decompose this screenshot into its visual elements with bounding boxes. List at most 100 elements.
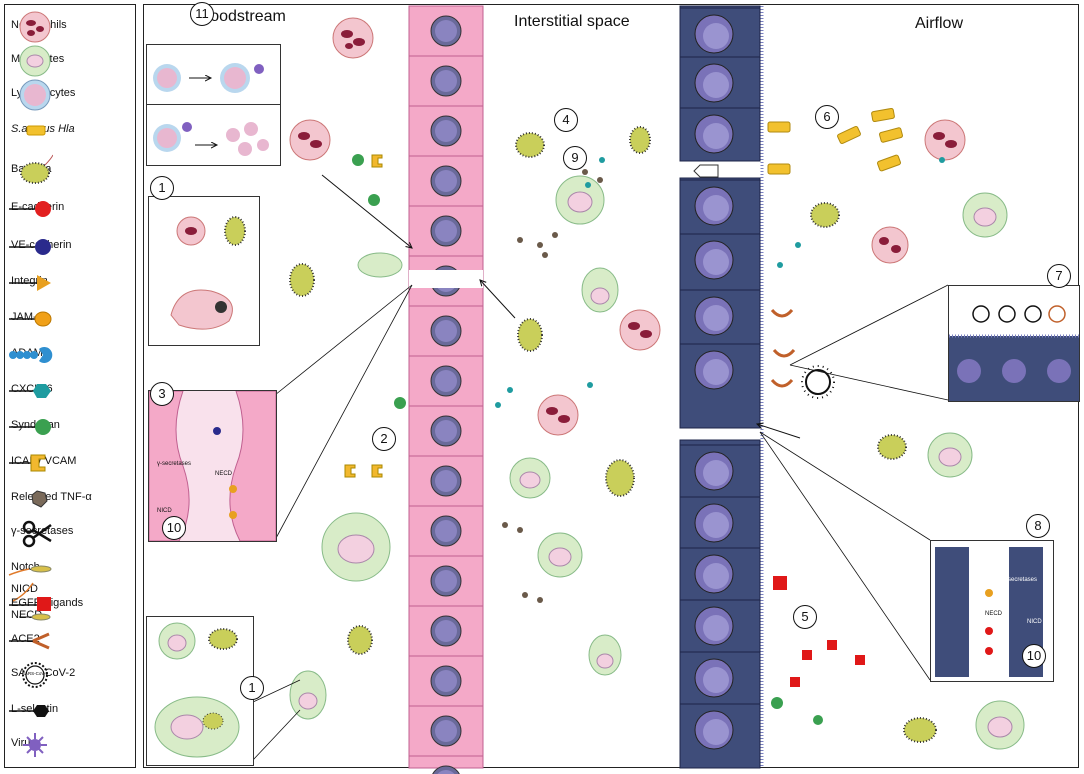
callout-3: 3 xyxy=(150,382,174,406)
necd-icon xyxy=(19,613,51,621)
necd-label-right: NECD xyxy=(985,611,1003,617)
epithelial-cell xyxy=(680,703,760,750)
endothelial-cell xyxy=(409,405,483,447)
endothelial-cell xyxy=(409,755,483,774)
adam-icon xyxy=(9,347,53,363)
virus-icon xyxy=(23,733,47,757)
legend-item-lymphocytes: Lymphocytes xyxy=(5,77,135,113)
callout-10-left: 10 xyxy=(162,516,186,540)
epithelial-cell xyxy=(680,107,760,154)
inset-monocyte-phagocytosis xyxy=(146,616,254,766)
epithelial-cell xyxy=(680,343,760,390)
legend-item-icam-vcam: ICAM/ VCAM xyxy=(5,445,135,481)
jam-a-icon xyxy=(9,311,52,327)
lymphocyte-icon xyxy=(19,79,51,111)
legend-item-notch: Notch xyxy=(5,551,135,587)
epithelial-cell xyxy=(680,179,760,226)
neutrophil-cells xyxy=(289,17,966,436)
gamma-secretases-label-left: γ-secretases xyxy=(157,461,192,467)
tnf-alpha-icon xyxy=(31,490,48,508)
callout-1-monocyte: 1 xyxy=(240,676,264,700)
endothelial-cell xyxy=(409,505,483,547)
epithelial-cell xyxy=(680,289,760,336)
legend-item-necd: NECD xyxy=(5,599,135,635)
epithelial-cell xyxy=(680,7,760,54)
epithelium-column xyxy=(679,5,764,769)
callout-6: 6 xyxy=(815,105,839,129)
egfr-ligand-icon xyxy=(9,597,51,611)
legend-item-neutrophils: Neutrophils xyxy=(5,9,135,45)
integrin-icon xyxy=(9,275,51,291)
cxcl16-icon xyxy=(9,384,51,398)
sars-badge-label: SARS-CoV-2 xyxy=(22,671,49,676)
legend-label: Released TNF-α xyxy=(11,491,92,503)
legend-item-adam: ADAM xyxy=(5,337,135,373)
inset-sars-cov-2-ace2 xyxy=(948,285,1080,402)
epithelial-cell xyxy=(680,496,760,543)
legend-item-sars-cov-2: SARS-CoV-2 SARS-CoV-2 xyxy=(5,657,135,693)
ve-cadherin-icon xyxy=(9,239,51,255)
sars-cov-2-particle xyxy=(801,365,835,399)
callout-11: 11 xyxy=(190,2,214,26)
necd-label-left: NECD xyxy=(215,471,233,477)
syndecan-icon xyxy=(9,419,51,435)
epithelial-cell xyxy=(680,651,760,698)
hla-toxin-icon xyxy=(26,125,46,136)
endothelial-cell xyxy=(409,5,483,47)
nicd-icon xyxy=(12,582,34,602)
legend-item-l-selectin: L-selectin xyxy=(5,693,135,729)
legend-item-egfr-ligands: EGFR Ligands xyxy=(5,587,135,623)
monocyte-icon xyxy=(19,45,51,77)
l-selectin-icon xyxy=(9,705,49,717)
e-cadherin-icon xyxy=(9,201,51,217)
legend-item-syndecan: Syndecan xyxy=(5,409,135,445)
endothelial-cell xyxy=(409,55,483,97)
inset-neutrophil-phagocytosis xyxy=(148,196,260,346)
inset-connectors xyxy=(252,284,949,761)
legend-label: ICAM/ VCAM xyxy=(11,455,77,467)
region-bloodstream-title: Bloodstream xyxy=(196,8,286,25)
endothelial-gap xyxy=(409,270,483,288)
airflow-open-arrow xyxy=(693,164,719,178)
endothelial-cell xyxy=(409,655,483,697)
sars-cov-2-icon: SARS-CoV-2 xyxy=(22,662,49,688)
legend-item-cxcl16: CXCL16 xyxy=(5,373,135,409)
neutrophil-icon xyxy=(19,11,51,43)
inset-lymphocyte-virus-bottom xyxy=(146,104,281,166)
region-airflow-title: Airflow xyxy=(915,15,964,32)
legend-item-virus: Virus xyxy=(5,727,135,763)
egfr-ligands xyxy=(773,576,865,687)
legend-item-hla: S.aureus Hla xyxy=(5,113,135,149)
syndecan-dots xyxy=(352,154,823,725)
endothelial-cell xyxy=(409,155,483,197)
legend-item-monocytes: Monocytes xyxy=(5,43,135,79)
monocyte-cells xyxy=(289,175,1025,750)
hla-toxins xyxy=(767,107,903,175)
legend-item-gamma-secretases: γ-secretases xyxy=(5,515,135,551)
ace2-icon xyxy=(9,632,50,650)
legend-item-bacteria: Bacteria xyxy=(5,153,135,189)
endothelial-cell xyxy=(409,705,483,747)
gamma-secretases-label-right: γ-secretases xyxy=(1003,577,1038,583)
callout-8: 8 xyxy=(1026,514,1050,538)
icam-vcam-dots xyxy=(344,154,383,478)
scissors-icon xyxy=(22,520,52,548)
legend-panel: Neutrophils Monocytes Lymphocytes S.aure… xyxy=(4,4,136,768)
inset-lymphocyte-virus-top xyxy=(146,44,281,106)
legend-item-tnf-alpha: Released TNF-α xyxy=(5,481,135,517)
notch-icon xyxy=(8,565,52,576)
callout-10-right: 10 xyxy=(1022,644,1046,668)
icam-vcam-icon xyxy=(9,454,46,472)
callout-7: 7 xyxy=(1047,264,1071,288)
endothelial-cell xyxy=(409,455,483,497)
callout-9: 9 xyxy=(563,146,587,170)
nicd-label-right: NICD xyxy=(1027,619,1042,625)
callout-2: 2 xyxy=(372,427,396,451)
legend-item-ace2: ACE2 xyxy=(5,623,135,659)
legend-item-nicd: NICD xyxy=(5,573,135,609)
epithelial-cell xyxy=(680,233,760,280)
endothelial-cell xyxy=(409,605,483,647)
legend-item-integrin: Integrin xyxy=(5,265,135,301)
callout-5: 5 xyxy=(793,605,817,629)
